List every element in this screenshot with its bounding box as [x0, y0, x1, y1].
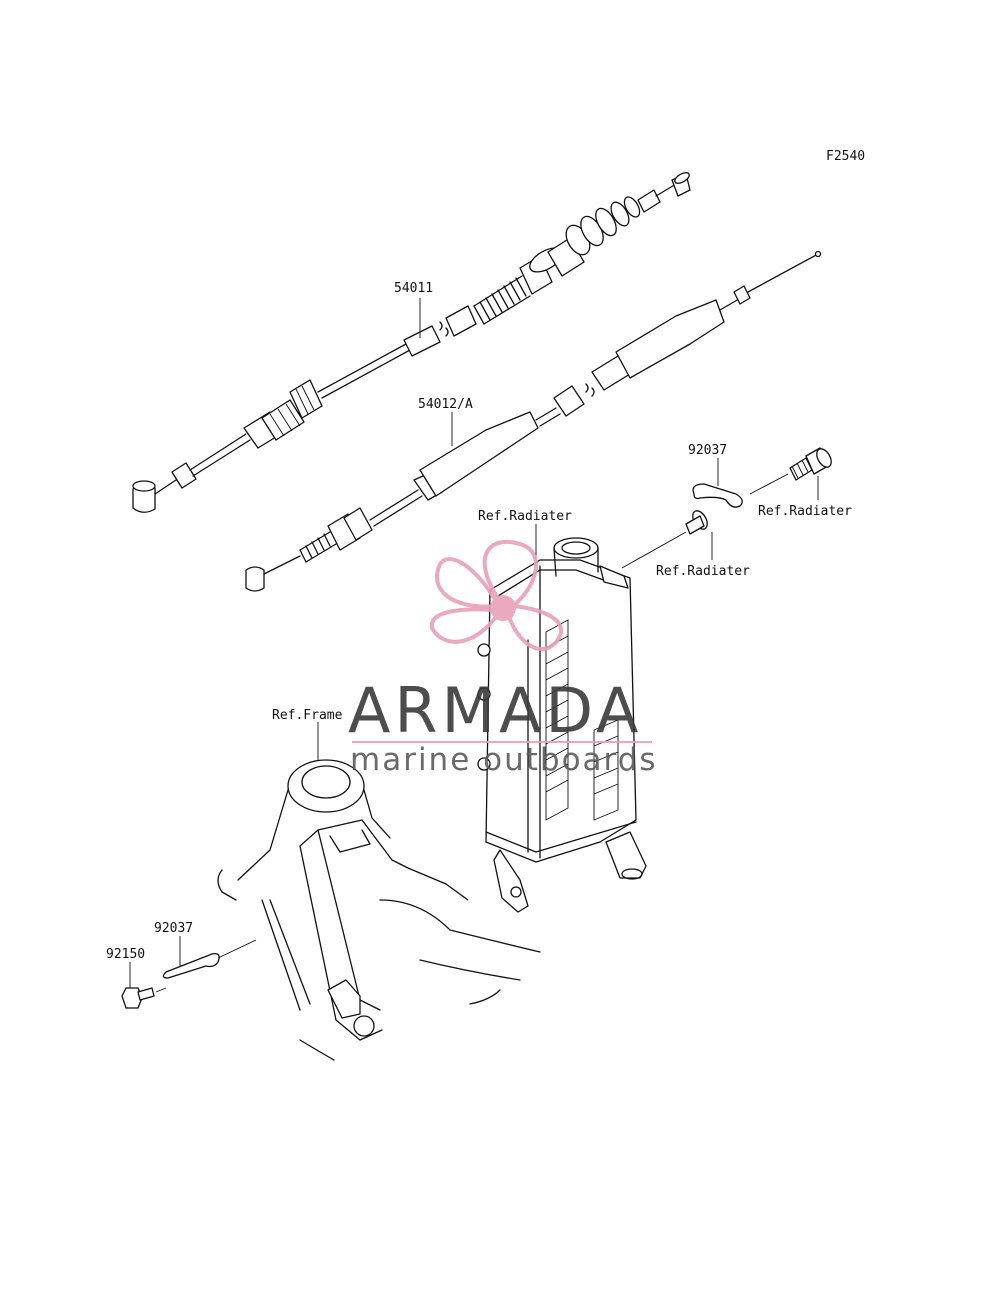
label-ref-radiator-bolt: Ref.Radiater — [758, 504, 852, 519]
figure-id: F2540 — [826, 149, 865, 164]
label-92037-upper: 92037 — [688, 443, 727, 458]
throttle-cable — [245, 250, 822, 592]
watermark: ARMADA marine outboards — [348, 540, 658, 778]
radiator-bolt — [789, 447, 832, 481]
label-92150: 92150 — [106, 947, 145, 962]
frame — [217, 759, 541, 1061]
radiator-collar — [685, 510, 708, 535]
watermark-title: ARMADA — [348, 674, 642, 747]
bolt-92150 — [121, 987, 167, 1009]
watermark-subtitle: marine outboards — [350, 742, 658, 778]
radiator — [477, 537, 647, 913]
label-ref-frame: Ref.Frame — [272, 708, 343, 723]
label-ref-radiator-top: Ref.Radiater — [478, 509, 572, 524]
clip-92037-lower — [162, 953, 220, 979]
label-ref-radiator-collar: Ref.Radiater — [656, 564, 750, 579]
label-54012a: 54012/A — [418, 397, 473, 412]
label-54011: 54011 — [394, 281, 433, 296]
clutch-cable — [132, 172, 691, 513]
clip-92037-upper — [692, 483, 743, 508]
propeller-logo — [429, 540, 564, 651]
label-92037-lower: 92037 — [154, 921, 193, 936]
